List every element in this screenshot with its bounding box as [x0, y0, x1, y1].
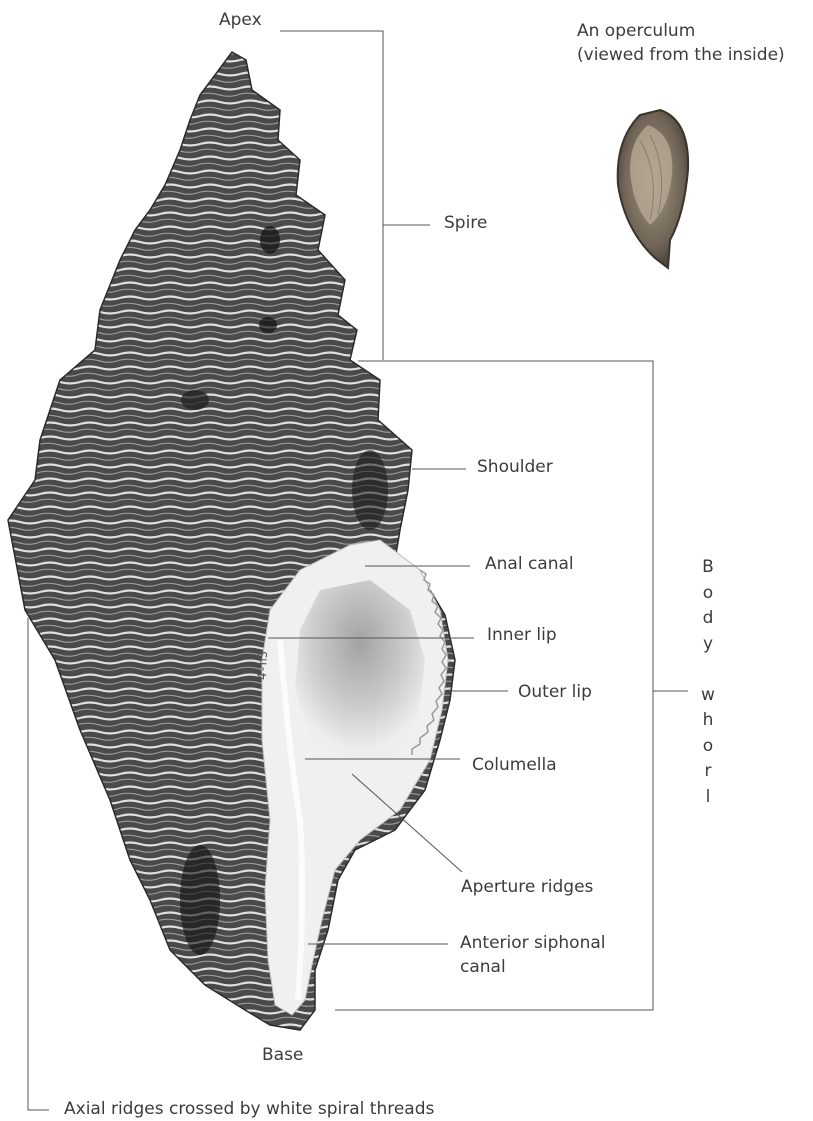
columella-label: Columella [472, 755, 557, 775]
body-whorl-letter: r [700, 759, 716, 785]
anterior-siphonal-label-line2: canal [460, 957, 506, 977]
body-whorl-label: B o d y w h o r l [700, 555, 716, 810]
aperture-ridges-label: Aperture ridges [461, 877, 593, 897]
body-whorl-letter [700, 657, 716, 683]
body-whorl-letter: B [700, 555, 716, 581]
shell-image: 4-h3 [8, 52, 455, 1030]
body-whorl-letter: h [700, 708, 716, 734]
spire-label: Spire [444, 213, 487, 233]
anterior-siphonal-label-line1: Anterior siphonal [460, 933, 606, 953]
aperture-cavity [295, 580, 425, 760]
apex-label: Apex [219, 10, 262, 30]
inner-lip-label: Inner lip [487, 625, 557, 645]
operculum-label-line1: An operculum [577, 21, 695, 41]
svg-text:4-h3: 4-h3 [255, 651, 270, 680]
operculum-label-line2: (viewed from the inside) [577, 45, 785, 65]
axial-ridges-label: Axial ridges crossed by white spiral thr… [64, 1099, 434, 1119]
shell-outline [8, 52, 455, 1030]
body-whorl-letter: l [700, 785, 716, 811]
body-whorl-letter: y [700, 632, 716, 658]
anal-canal-label: Anal canal [485, 554, 574, 574]
axial-ridges-bracket [28, 618, 49, 1110]
body-whorl-letter: d [700, 606, 716, 632]
operculum-image [618, 110, 688, 268]
body-whorl-letter: w [700, 683, 716, 709]
shoulder-label: Shoulder [477, 457, 553, 477]
outer-lip-label: Outer lip [518, 682, 592, 702]
body-whorl-letter: o [700, 581, 716, 607]
body-whorl-letter: o [700, 734, 716, 760]
base-label: Base [262, 1045, 303, 1065]
